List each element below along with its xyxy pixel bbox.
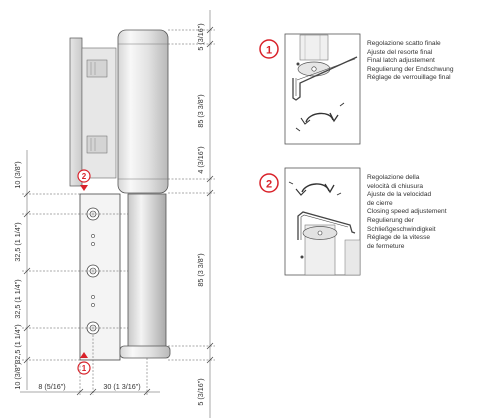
small-hole: [91, 242, 95, 246]
dimension-label: 5 (3/16"): [196, 378, 205, 405]
dimension-label: 4 (3/16"): [196, 146, 205, 173]
caption-line: Regulierung der: [367, 216, 414, 224]
dimension-label: 10 (3/8"): [13, 362, 22, 389]
caption-line: Final latch adjustement: [367, 57, 435, 65]
detail-2-badge: 2: [259, 173, 279, 193]
badge-number: 1: [82, 364, 87, 373]
caption-line: Ajuste de la velocidad: [367, 191, 432, 199]
dimension-lines-left: [22, 150, 128, 390]
upper-back-plate: [69, 37, 83, 187]
dimension-lines-right: [168, 10, 215, 418]
dimension-label: 85 (3 3/8"): [196, 94, 205, 127]
lower-pin: [127, 193, 167, 353]
detail-1-view: [284, 33, 361, 145]
caption-line: Ajuste del resorte final: [367, 48, 433, 56]
hinge-upper-part: [69, 29, 169, 194]
caption-line: Réglage de verrouillage final: [367, 74, 451, 82]
adjustment-marker-2: 2: [77, 169, 91, 191]
badge-number: 2: [82, 172, 87, 181]
triangle-marker-icon: [80, 352, 88, 358]
dimension-ticks-left: [23, 190, 31, 364]
caption-line: Schließgeschwindigkeit: [367, 225, 436, 233]
hex-key-icon: [297, 211, 356, 240]
small-hole: [91, 234, 95, 238]
dimension-labels-left: 10 (3/8") 32,5 (1 1/4") 32,5 (1 1/4") 32…: [13, 161, 22, 389]
dimension-label: 8 (5/16"): [38, 382, 65, 391]
detail-2-view: [284, 167, 361, 276]
lower-cylinder-cap: [119, 345, 171, 359]
dimension-label: 32,5 (1 1/4"): [13, 222, 22, 261]
caption-line: Regolazione scatto finale: [367, 40, 441, 47]
caption-line: de fermeture: [367, 242, 405, 250]
dimension-labels-right: 5 (3/16") 85 (3 3/8") 4 (3/16") 85 (3 3/…: [196, 23, 205, 405]
detail-1-badge: 1: [259, 39, 279, 59]
caption-line: Closing speed adjustement: [367, 208, 447, 216]
small-hole: [91, 303, 95, 307]
small-hole: [91, 295, 95, 299]
caption-line: Regulierung der Endschwung: [367, 65, 454, 73]
upper-cylinder: [117, 29, 169, 194]
dimension-label: 32,5 (1 1/4"): [13, 279, 22, 318]
badge-number: 2: [266, 179, 272, 191]
adjustment-marker-1: 1: [77, 352, 91, 375]
triangle-marker-icon: [80, 185, 88, 191]
caption-line: Réglage de la vitesse: [367, 234, 431, 242]
dimension-label: 10 (3/8"): [13, 161, 22, 188]
dimension-label: 32,5 (1 1/4"): [13, 324, 22, 363]
dimension-label: 30 (1 3/16"): [103, 382, 140, 391]
caption-line: Regolazione della: [367, 174, 420, 181]
dimension-label: 85 (3 3/8"): [196, 253, 205, 286]
lower-leaf-plate: [79, 193, 121, 361]
caption-line: velocità di chiusura: [367, 182, 424, 190]
dimension-ticks-right: [206, 26, 214, 364]
callout-2-caption: Regolazione della velocità di chiusura A…: [367, 174, 447, 251]
hinge-lower-part: [79, 193, 171, 361]
dimension-lines-bottom: [20, 335, 160, 395]
dimension-ticks-bottom: [76, 388, 151, 396]
badge-number: 1: [266, 45, 272, 57]
caption-line: de cierre: [367, 199, 393, 207]
hex-key-icon: [292, 56, 358, 101]
dimension-label: 5 (3/16"): [196, 23, 205, 50]
dimension-labels-bottom: 8 (5/16") 30 (1 3/16"): [38, 382, 140, 391]
callout-1-caption: Regolazione scatto finale Ajuste del res…: [367, 40, 454, 83]
